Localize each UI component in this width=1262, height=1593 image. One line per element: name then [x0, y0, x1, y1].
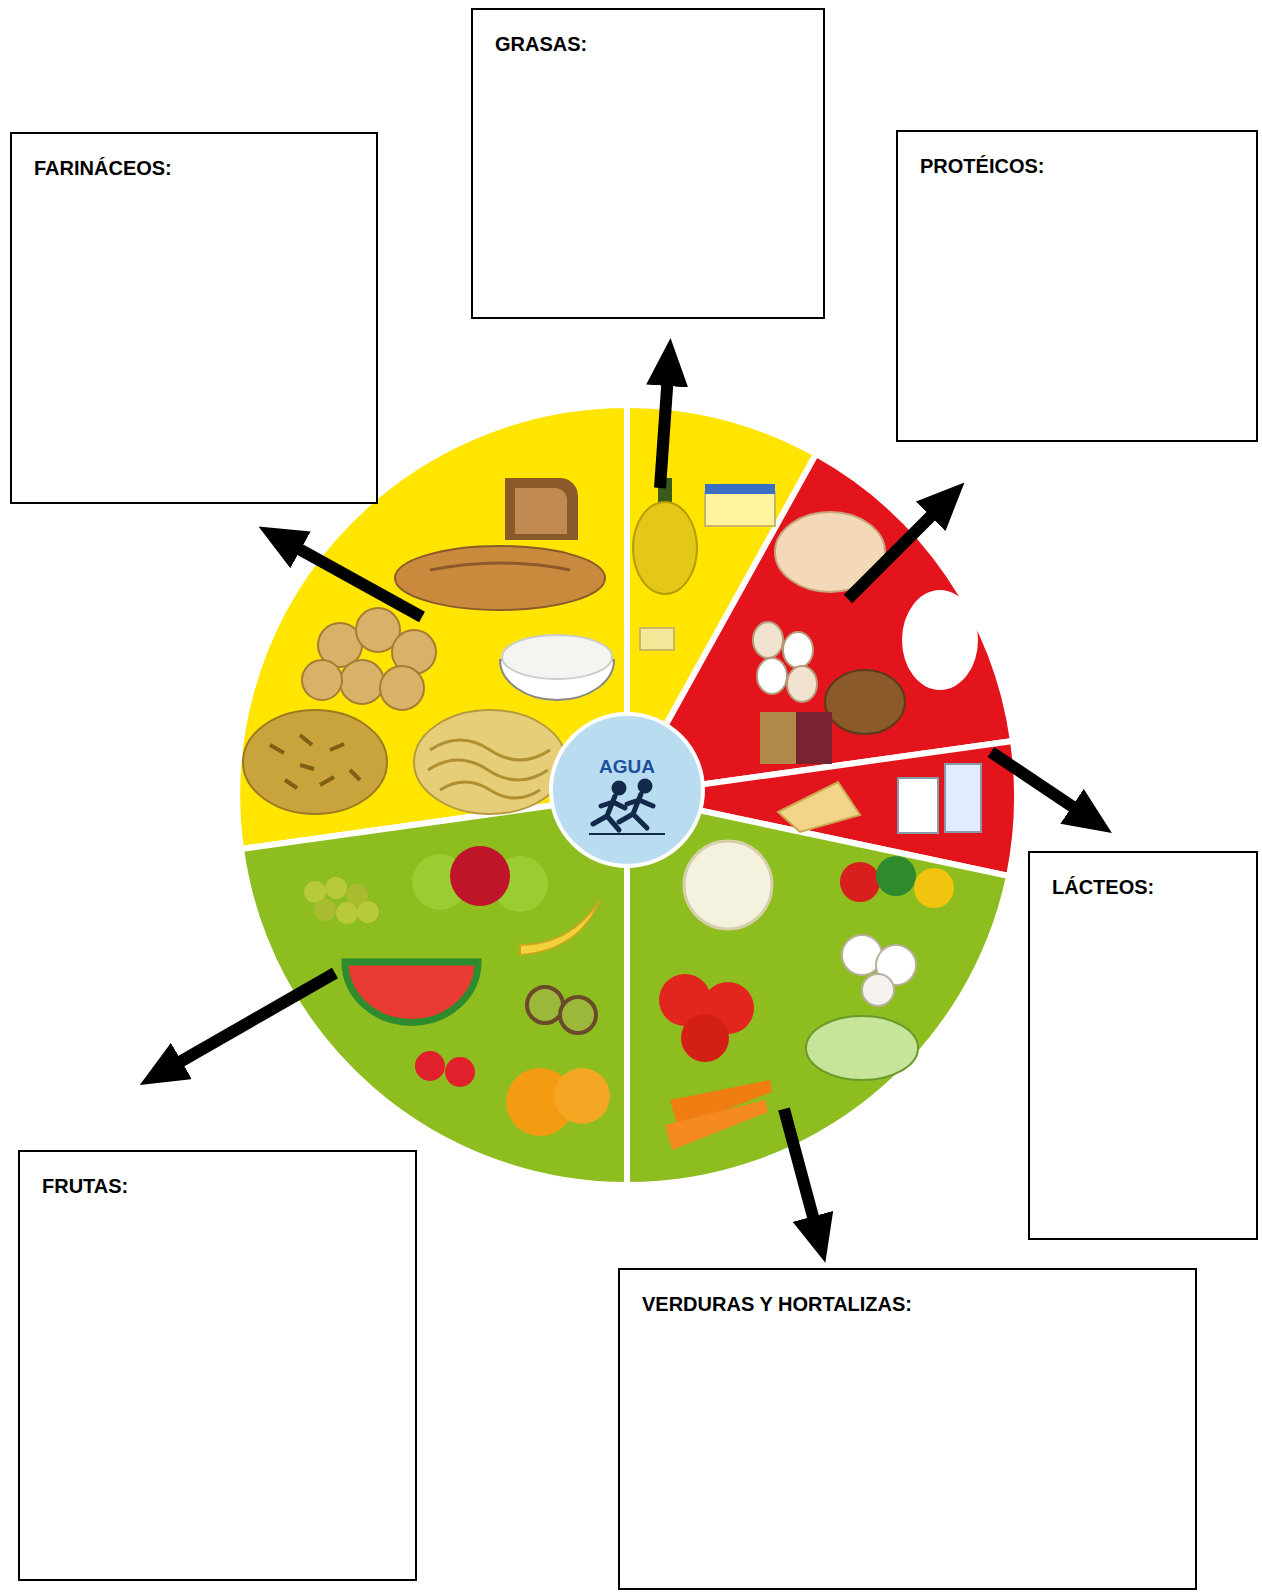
lettuce: [806, 1016, 918, 1080]
box-heading: PROTÉICOS:: [920, 154, 1044, 178]
banana: [520, 900, 600, 955]
grape: [325, 877, 347, 899]
box-heading: GRASAS:: [495, 32, 587, 56]
watermelon: [345, 962, 478, 1022]
pepper: [914, 868, 954, 908]
apple: [450, 846, 510, 906]
pepper: [840, 862, 880, 902]
pasta: [243, 710, 387, 814]
food-group-box: LÁCTEOS:: [1028, 851, 1258, 1240]
milk-carton: [945, 764, 981, 832]
fish: [902, 590, 978, 690]
noodles: [414, 710, 566, 814]
grape: [314, 899, 336, 921]
kiwi: [560, 997, 596, 1033]
lentils: [760, 712, 796, 764]
potato: [340, 660, 384, 704]
strawberry: [445, 1057, 475, 1087]
leader-arrow: [991, 752, 1082, 813]
strawberry: [415, 1051, 445, 1081]
bread-loaf: [395, 546, 605, 610]
potato: [380, 666, 424, 710]
leader-arrow: [784, 1109, 816, 1228]
potato: [302, 660, 342, 700]
food-group-box: FARINÁCEOS:: [10, 132, 378, 504]
box-heading: FRUTAS:: [42, 1174, 128, 1198]
butter-lid: [705, 484, 775, 494]
carrot: [665, 1100, 768, 1150]
mushroom: [862, 974, 894, 1006]
butter-tub: [705, 492, 775, 526]
egg: [757, 658, 787, 694]
pepper: [876, 856, 916, 896]
box-heading: VERDURAS Y HORTALIZAS:: [642, 1292, 912, 1316]
cauliflower: [684, 841, 772, 929]
egg: [753, 622, 783, 658]
egg: [787, 666, 817, 702]
verduras-segment: [627, 795, 1009, 1185]
leader-arrow: [848, 508, 939, 599]
butter-piece: [640, 628, 674, 650]
water-circle: AGUA: [549, 712, 705, 868]
food-group-box: PROTÉICOS:: [896, 130, 1258, 442]
egg: [783, 632, 813, 668]
kiwi: [527, 987, 563, 1023]
food-group-box: FRUTAS:: [18, 1150, 417, 1581]
box-heading: FARINÁCEOS:: [34, 156, 172, 180]
nuts: [825, 670, 905, 734]
milk-carton: [898, 778, 938, 833]
food-group-box: VERDURAS Y HORTALIZAS:: [618, 1268, 1197, 1590]
water-label: AGUA: [599, 756, 655, 779]
leader-arrow: [660, 374, 668, 488]
rice: [502, 635, 612, 679]
cheese: [778, 782, 860, 832]
box-heading: LÁCTEOS:: [1052, 875, 1154, 899]
tomato: [681, 1014, 729, 1062]
orange: [554, 1068, 610, 1124]
oil-bottle: [633, 502, 697, 594]
beans: [796, 712, 832, 764]
leader-arrow: [290, 544, 422, 617]
food-group-box: GRASAS:: [471, 8, 825, 319]
leader-arrow: [171, 973, 335, 1067]
grape: [336, 902, 358, 924]
grape: [357, 901, 379, 923]
bread-slice: [505, 478, 578, 540]
pasta-pieces: [270, 735, 360, 788]
bread-loaf-crust: [430, 563, 570, 570]
noodle-strands: [428, 740, 550, 798]
bread-slice: [515, 488, 567, 534]
